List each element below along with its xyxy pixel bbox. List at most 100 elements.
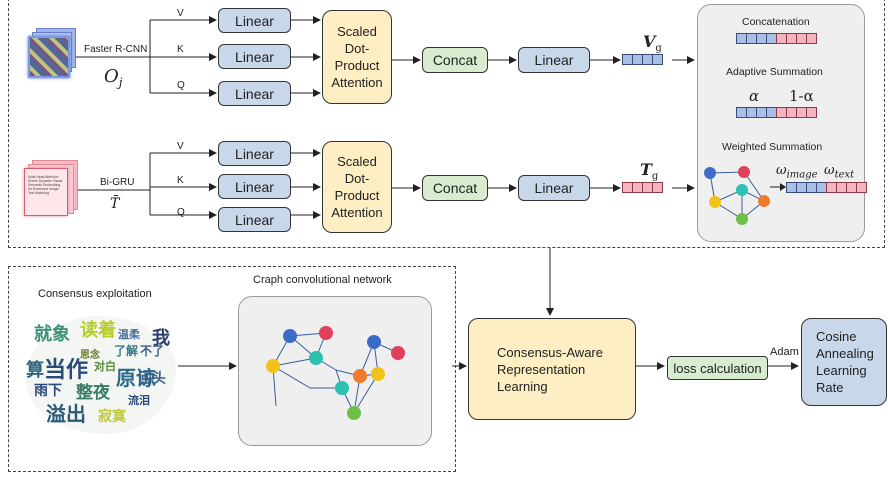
node-blue [704,167,716,179]
vg-vector [622,54,663,65]
alpha-label: α [749,87,760,105]
attention-block-top: Scaled Dot- Product Attention [322,10,392,104]
q-label-bottom: Q [177,207,185,218]
document-stack-icon: Multi-Head Attention Driven Dynamic Visu… [24,160,78,216]
gcn-node-red-1 [319,326,333,340]
top-region-border [8,0,885,248]
cloud-word-5: 算 [26,360,44,381]
scheduler-line-4: Rate [816,380,844,395]
omega-text-sub: text [834,169,855,181]
oj-symbol-sub: j [118,75,123,90]
tg-vector [622,182,663,193]
k-label-top: K [177,44,184,55]
faster-rcnn-label: Faster R-CNN [84,44,148,55]
cloud-word-10: 回头 [138,371,166,387]
attention-top-line-3: Product [334,58,380,73]
tg-symbol-main: T [640,160,652,179]
cloud-word-12: 整夜 [76,383,110,403]
node-teal [736,184,748,196]
scheduler-line-2: Annealing [816,346,874,361]
graph-to-vector-arrow [770,183,786,191]
gcn-node-blue-2 [367,335,381,349]
cloud-word-9: 原谅 [116,366,156,390]
cloud-word-11: 雨下 [34,383,62,399]
scheduler-line-1: Cosine [816,329,857,344]
loss-calculation-box: loss calculation [667,356,768,380]
vg-symbol-main: V [643,32,656,51]
gcn-node-teal-1 [309,351,323,365]
image-stack-icon [28,28,76,78]
attention-top-line-4: Attention [331,75,383,90]
gcn-node-yellow-1 [266,359,280,373]
linear-v-top: Linear [218,8,291,33]
node-orange [758,195,770,207]
q-label-top: Q [177,80,185,91]
cloud-word-14: 寂寞 [98,409,126,425]
oj-symbol-main: O [104,66,119,87]
gcn-node-red-2 [391,346,405,360]
concat-top: Concat [422,47,488,73]
concatenation-vector [736,33,817,44]
vg-symbol-sub: g [655,43,662,55]
oj-symbol: Oj [104,66,123,90]
representation-learning-box: Consensus-Aware Representation Learning [468,318,636,420]
cloud-word-13: 溢出 [46,402,86,426]
tg-symbol-sub: g [651,171,659,183]
gcn-title: Craph convolutional network [253,274,392,286]
cloud-word-6: 当作 [44,358,89,383]
attention-top-line-2: Dot- [344,41,370,56]
linear-v-bottom: Linear [218,141,291,166]
attention-bottom-line-3: Product [334,188,380,203]
adaptive-vector [736,107,817,118]
concat-bottom: Concat [422,175,488,201]
word-cloud: 就象 读着 温柔 我 算 当作 了解 不了 原谅 回头 雨下 整夜 溢出 寂寞 … [20,308,180,436]
node-yellow [709,196,721,208]
gcn-node-blue-1 [283,329,297,343]
weighted-graph [704,166,770,225]
omega-text-main: ω [824,163,835,178]
omega-text-label: ωtext [824,163,854,181]
linear-k-top: Linear [218,44,291,69]
tbar-symbol: T̄ [110,196,120,212]
adam-label: Adam [770,346,799,358]
scheduler-line-3: Learning [816,363,867,378]
gcn-node-green-1 [347,406,361,420]
scheduler-box: Cosine Annealing Learning Rate [801,318,887,406]
cloud-word-17: 思念 [80,350,100,361]
linear-out-top: Linear [518,47,590,73]
linear-k-bottom: Linear [218,174,291,199]
cloud-word-3: 温柔 [118,328,140,341]
vg-symbol: Vg [643,32,662,54]
node-red [738,166,750,178]
attention-bottom-line-4: Attention [331,205,383,220]
tg-symbol: Tg [640,160,658,182]
weighted-vector [786,182,867,193]
concatenation-title: Concatenation [742,16,810,28]
lower-left-region-border [8,266,456,472]
omega-image-label: ωimage [776,163,818,181]
attention-bottom-line-1: Scaled [337,154,377,169]
representation-line-3: Learning [497,378,548,394]
gcn-node-teal-2 [335,381,349,395]
adaptive-summation-title: Adaptive Summation [726,66,823,78]
consensus-title: Consensus exploitation [38,288,152,300]
cloud-word-4: 我 [152,328,170,349]
linear-q-top: Linear [218,81,291,106]
node-green [736,213,748,225]
gcn-graph [266,326,405,420]
bigru-label: Bi-GRU [100,177,135,188]
representation-line-1: Consensus-Aware [497,344,603,360]
cloud-word-16: 流泪 [128,394,150,407]
one-minus-alpha-label: 1-α [789,87,814,105]
omega-image-main: ω [776,163,787,178]
gcn-node-yellow-2 [371,367,385,381]
v-label-top: V [177,8,184,19]
omega-image-sub: image [786,169,818,181]
linear-out-bottom: Linear [518,175,590,201]
v-label-bottom: V [177,141,184,152]
cloud-word-15: 对白 [94,360,116,373]
cloud-word-2: 读着 [80,320,116,341]
weighted-summation-title: Weighted Summation [722,141,823,153]
linear-q-bottom: Linear [218,207,291,232]
